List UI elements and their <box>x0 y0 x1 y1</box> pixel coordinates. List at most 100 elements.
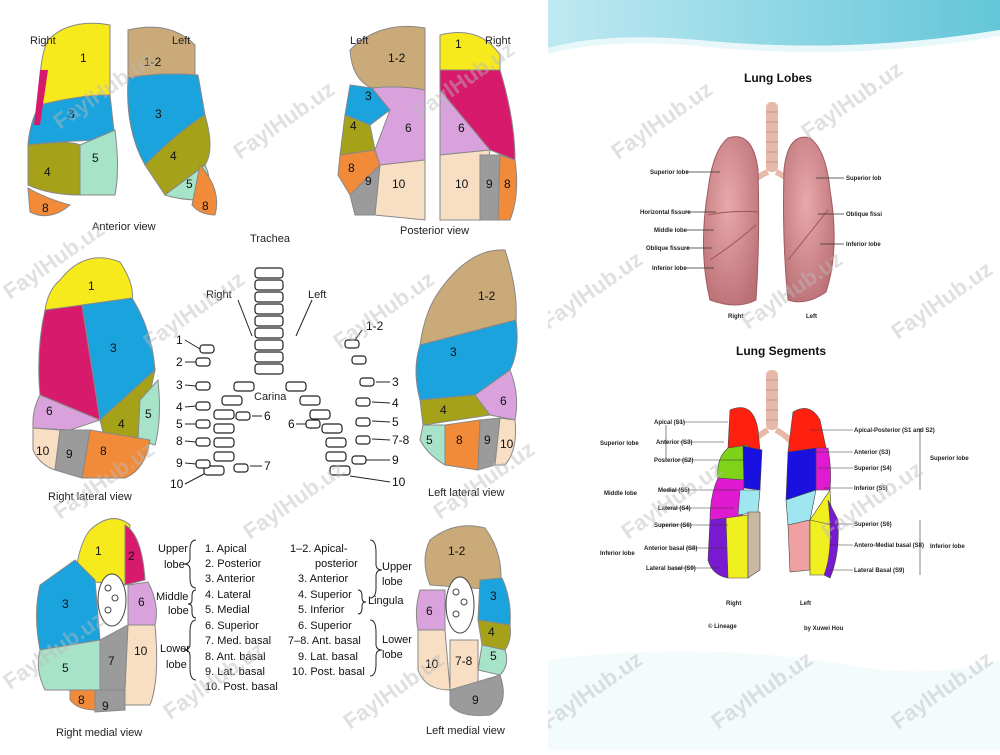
lobes-right-label: Right <box>728 314 743 320</box>
label-inferior-lobe: Inferior lobe <box>652 266 687 272</box>
seg-label: 2 <box>128 549 135 563</box>
seg-lateral-basal: Lateral basal (S9) <box>646 566 696 572</box>
seg-label: 9 <box>176 456 183 470</box>
seg-label: 3 <box>176 378 183 392</box>
seg-anteromedial-left: Antero-Medial basal (S8) <box>854 543 924 549</box>
seg-posterior: Posterior (S2) <box>654 458 693 464</box>
seg-label: 1 <box>176 333 183 347</box>
seg-label: 1-2 <box>144 55 162 69</box>
seg-label: 10 <box>392 475 406 489</box>
seg-anterior-basal: Anterior basal (S8) <box>644 546 697 552</box>
anterior-caption: Anterior view <box>92 221 156 233</box>
seg-label: 3 <box>68 107 75 121</box>
lung-segments-title: Lung Segments <box>736 344 826 358</box>
legend-r-lower-1: Lower <box>382 634 412 646</box>
seg-label: 8 <box>504 177 511 191</box>
seg-label: 5 <box>186 177 193 191</box>
anterior-left-label: Left <box>172 35 190 47</box>
lung-segments-figure <box>707 370 839 579</box>
legend-item: 7. Med. basal <box>205 635 271 647</box>
seg-label: 6 <box>500 394 507 408</box>
legend-item: 6. Superior <box>298 620 352 632</box>
seg-label: 8 <box>176 434 183 448</box>
segments-illustration-panel: Right Left 1 1-2 3 3 4 4 5 5 8 8 Anterio… <box>0 22 539 739</box>
seg-label: 3 <box>392 375 399 389</box>
legend-item: 10. Post. basal <box>292 666 365 678</box>
lung-lobes-figure <box>702 102 835 306</box>
seg-label: 8 <box>100 444 107 458</box>
seg-label: 10 <box>455 177 469 191</box>
seg-label: 3 <box>110 341 117 355</box>
seg-label: 6 <box>458 121 465 135</box>
credit-author: by Xuwei Hou <box>804 626 844 632</box>
legend-item: 3. Anterior <box>205 573 255 585</box>
legend-item: 3. Anterior <box>298 573 348 585</box>
seg-label: 4 <box>44 165 51 179</box>
seg-label: 10 <box>392 177 406 191</box>
label-middle-lobe: Middle lobe <box>654 228 688 234</box>
legend-middle-lobe-1: Middle <box>156 591 188 603</box>
seg-label: 1 <box>88 279 95 293</box>
legend-lower-lobe-1: Lower <box>160 643 190 655</box>
legend-item: 4. Lateral <box>205 589 251 601</box>
credit-lineage: © Lineage <box>708 623 737 630</box>
seg-label: 6 <box>405 121 412 135</box>
seg-lateral: Lateral (S4) <box>658 506 691 512</box>
seg-label: 1-2 <box>448 544 466 558</box>
legend-middle-lobe-2: lobe <box>168 605 189 617</box>
segments-illustration: Right Left 1 1-2 3 3 4 4 5 5 8 8 Anterio… <box>0 22 539 739</box>
legend-item: 5. Inferior <box>298 604 345 616</box>
seg-label: 1 <box>80 51 87 65</box>
lung-lobes-labels <box>686 171 844 269</box>
label-superior-lobe-left: Superior lob <box>846 176 882 182</box>
seg-label: 5 <box>62 661 69 675</box>
seg-label: 3 <box>450 345 457 359</box>
legend-item: 1–2. Apical- <box>290 543 348 555</box>
watermark: FaylHub.uz <box>139 266 249 354</box>
seg-label: 8 <box>202 199 209 213</box>
watermark: FaylHub.uz <box>797 56 907 144</box>
seg-label: 1 <box>455 37 462 51</box>
legend-item: 9. Lat. basal <box>298 651 358 663</box>
label-superior-lobe: Superior lobe <box>650 170 689 176</box>
seg-label: 1-2 <box>366 319 384 333</box>
left-lateral-view: 1-2 3 4 6 5 8 9 10 Left lateral view <box>415 249 518 499</box>
seg-label: 8 <box>78 693 85 707</box>
seg-label: 6 <box>426 604 433 618</box>
label-horizontal-fissure: Horizontal fissure <box>640 210 691 216</box>
slide-header-band <box>548 0 1000 54</box>
seg-label: 3 <box>490 589 497 603</box>
seg-label: 5 <box>145 407 152 421</box>
legend-item: 2. Posterior <box>205 558 262 570</box>
posterior-caption: Posterior view <box>400 225 469 237</box>
right-lateral-view: 1 3 6 4 5 10 9 8 Right lateral view <box>32 257 160 503</box>
seg-label: 8 <box>42 201 49 215</box>
seg-label: 7 <box>108 654 115 668</box>
seg-label: 4 <box>488 625 495 639</box>
slide-footer-band <box>548 651 1000 750</box>
legend-item: 6. Superior <box>205 620 259 632</box>
label-oblique-fissure: Oblique fissure <box>646 246 690 252</box>
anterior-right-label: Right <box>30 35 56 47</box>
seg-label: 7-8 <box>455 654 473 668</box>
seg-label: 10 <box>36 444 50 458</box>
seg-label: 7 <box>264 459 271 473</box>
seg-anterior: Anterior (S3) <box>656 440 692 446</box>
right-lateral-caption: Right lateral view <box>48 491 132 503</box>
seg-apical: Apical (S1) <box>654 420 685 426</box>
seg-label: 5 <box>426 433 433 447</box>
seg-label: 9 <box>486 177 493 191</box>
posterior-right-label: Right <box>485 35 511 47</box>
seg-label: 4 <box>176 400 183 414</box>
seg-label: 6 <box>138 595 145 609</box>
segments-legend: Upper lobe Middle lobe Lower lobe 1. Api… <box>156 539 412 693</box>
seg-label: 9 <box>365 174 372 188</box>
segments-left-label: Left <box>800 601 811 607</box>
lobes-left-label: Left <box>806 314 817 320</box>
seg-superior-s6-left: Superior (S6) <box>854 522 892 528</box>
seg-label: 3 <box>365 89 372 103</box>
lung-lobes-slide-panel: Lung Lobes Superior lobe Horizontal fiss… <box>537 0 1000 750</box>
seg-inferior-lobe-left: Inferior lobe <box>930 544 965 550</box>
watermark: FaylHub.uz <box>887 256 997 344</box>
seg-label: 10 <box>170 477 184 491</box>
